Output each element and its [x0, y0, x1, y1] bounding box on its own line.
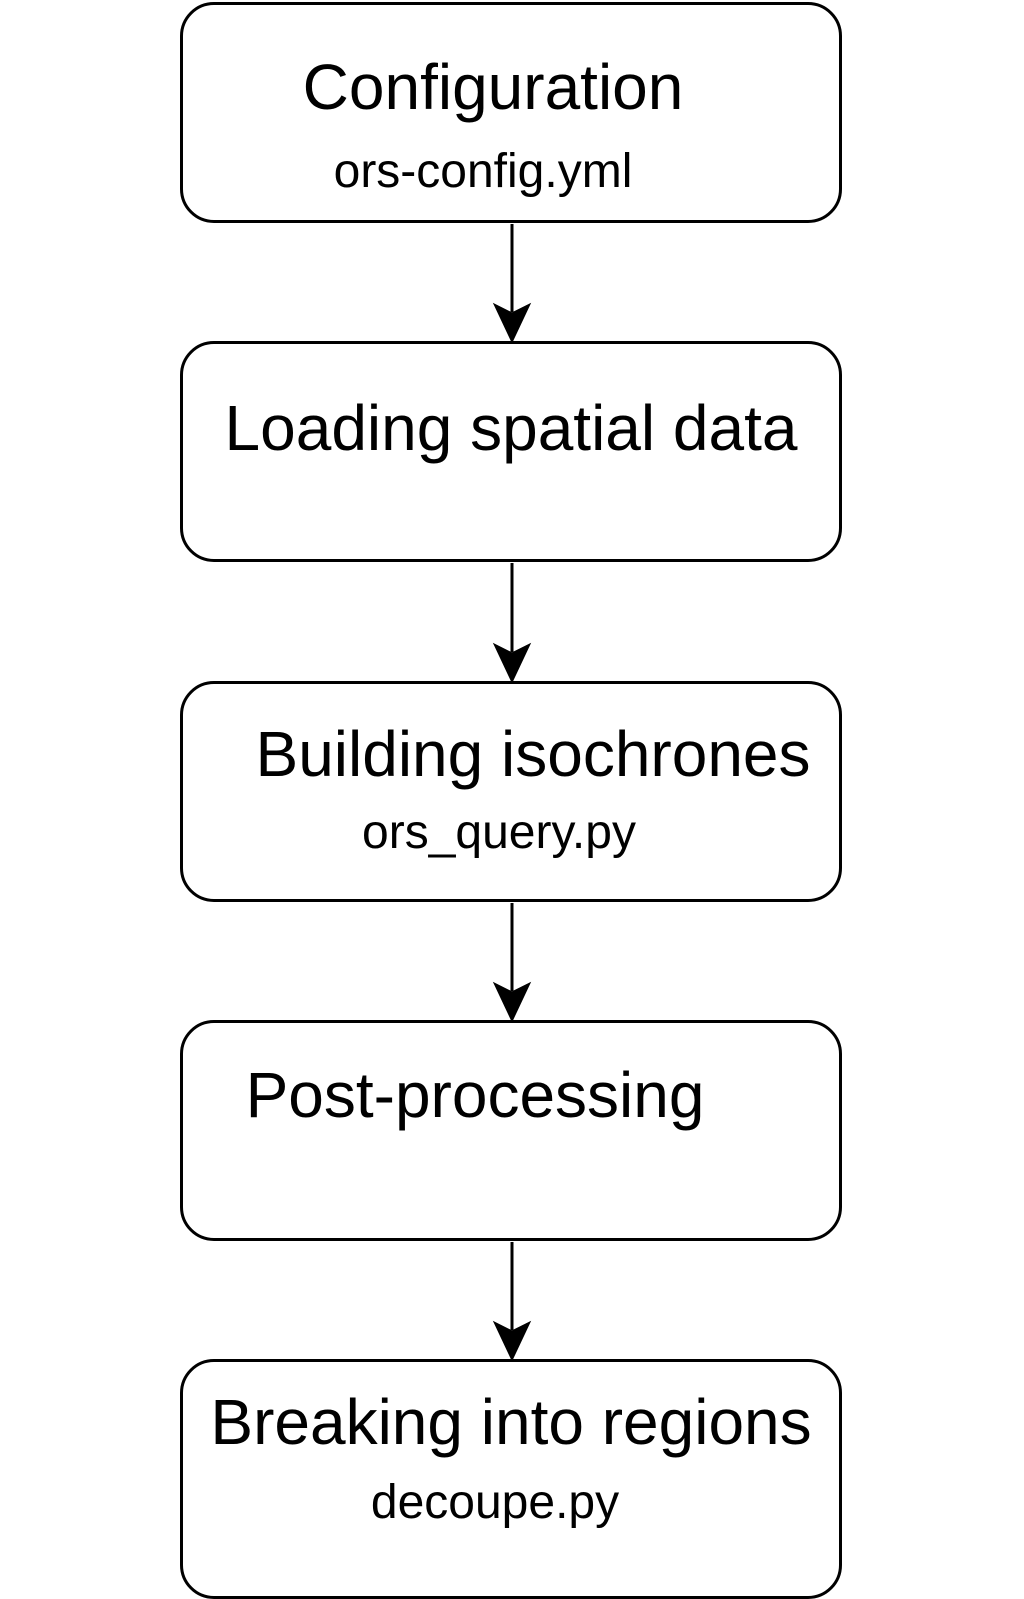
step-title: Configuration [302, 51, 684, 123]
step-breaking-into-regions-box: Breaking into regions decoupe.py [180, 1359, 842, 1599]
arrow-3-to-4 [492, 903, 532, 1023]
step-configuration-box: Configuration ors-config.yml [180, 2, 842, 223]
step-title: Post-processing [245, 1059, 705, 1131]
arrow-4-to-5 [492, 1242, 532, 1362]
step-title: Breaking into regions [210, 1386, 812, 1458]
arrow-2-to-3 [492, 563, 532, 684]
step-file-name: ors-config.yml [333, 145, 633, 198]
step-file-name: decoupe.py [370, 1476, 620, 1529]
arrow-1-to-2 [492, 224, 532, 344]
step-post-processing-box: Post-processing [180, 1020, 842, 1241]
flowchart-canvas: Configuration ors-config.yml Loading spa… [180, 2, 842, 1599]
step-title: Loading spatial data [224, 392, 798, 464]
step-loading-spatial-data-box: Loading spatial data [180, 341, 842, 562]
step-title: Building isochrones [255, 718, 811, 790]
step-file-name: ors_query.py [362, 806, 636, 859]
flowchart-connectors [492, 224, 532, 1362]
step-building-isochrones-box: Building isochrones ors_query.py [180, 681, 842, 902]
